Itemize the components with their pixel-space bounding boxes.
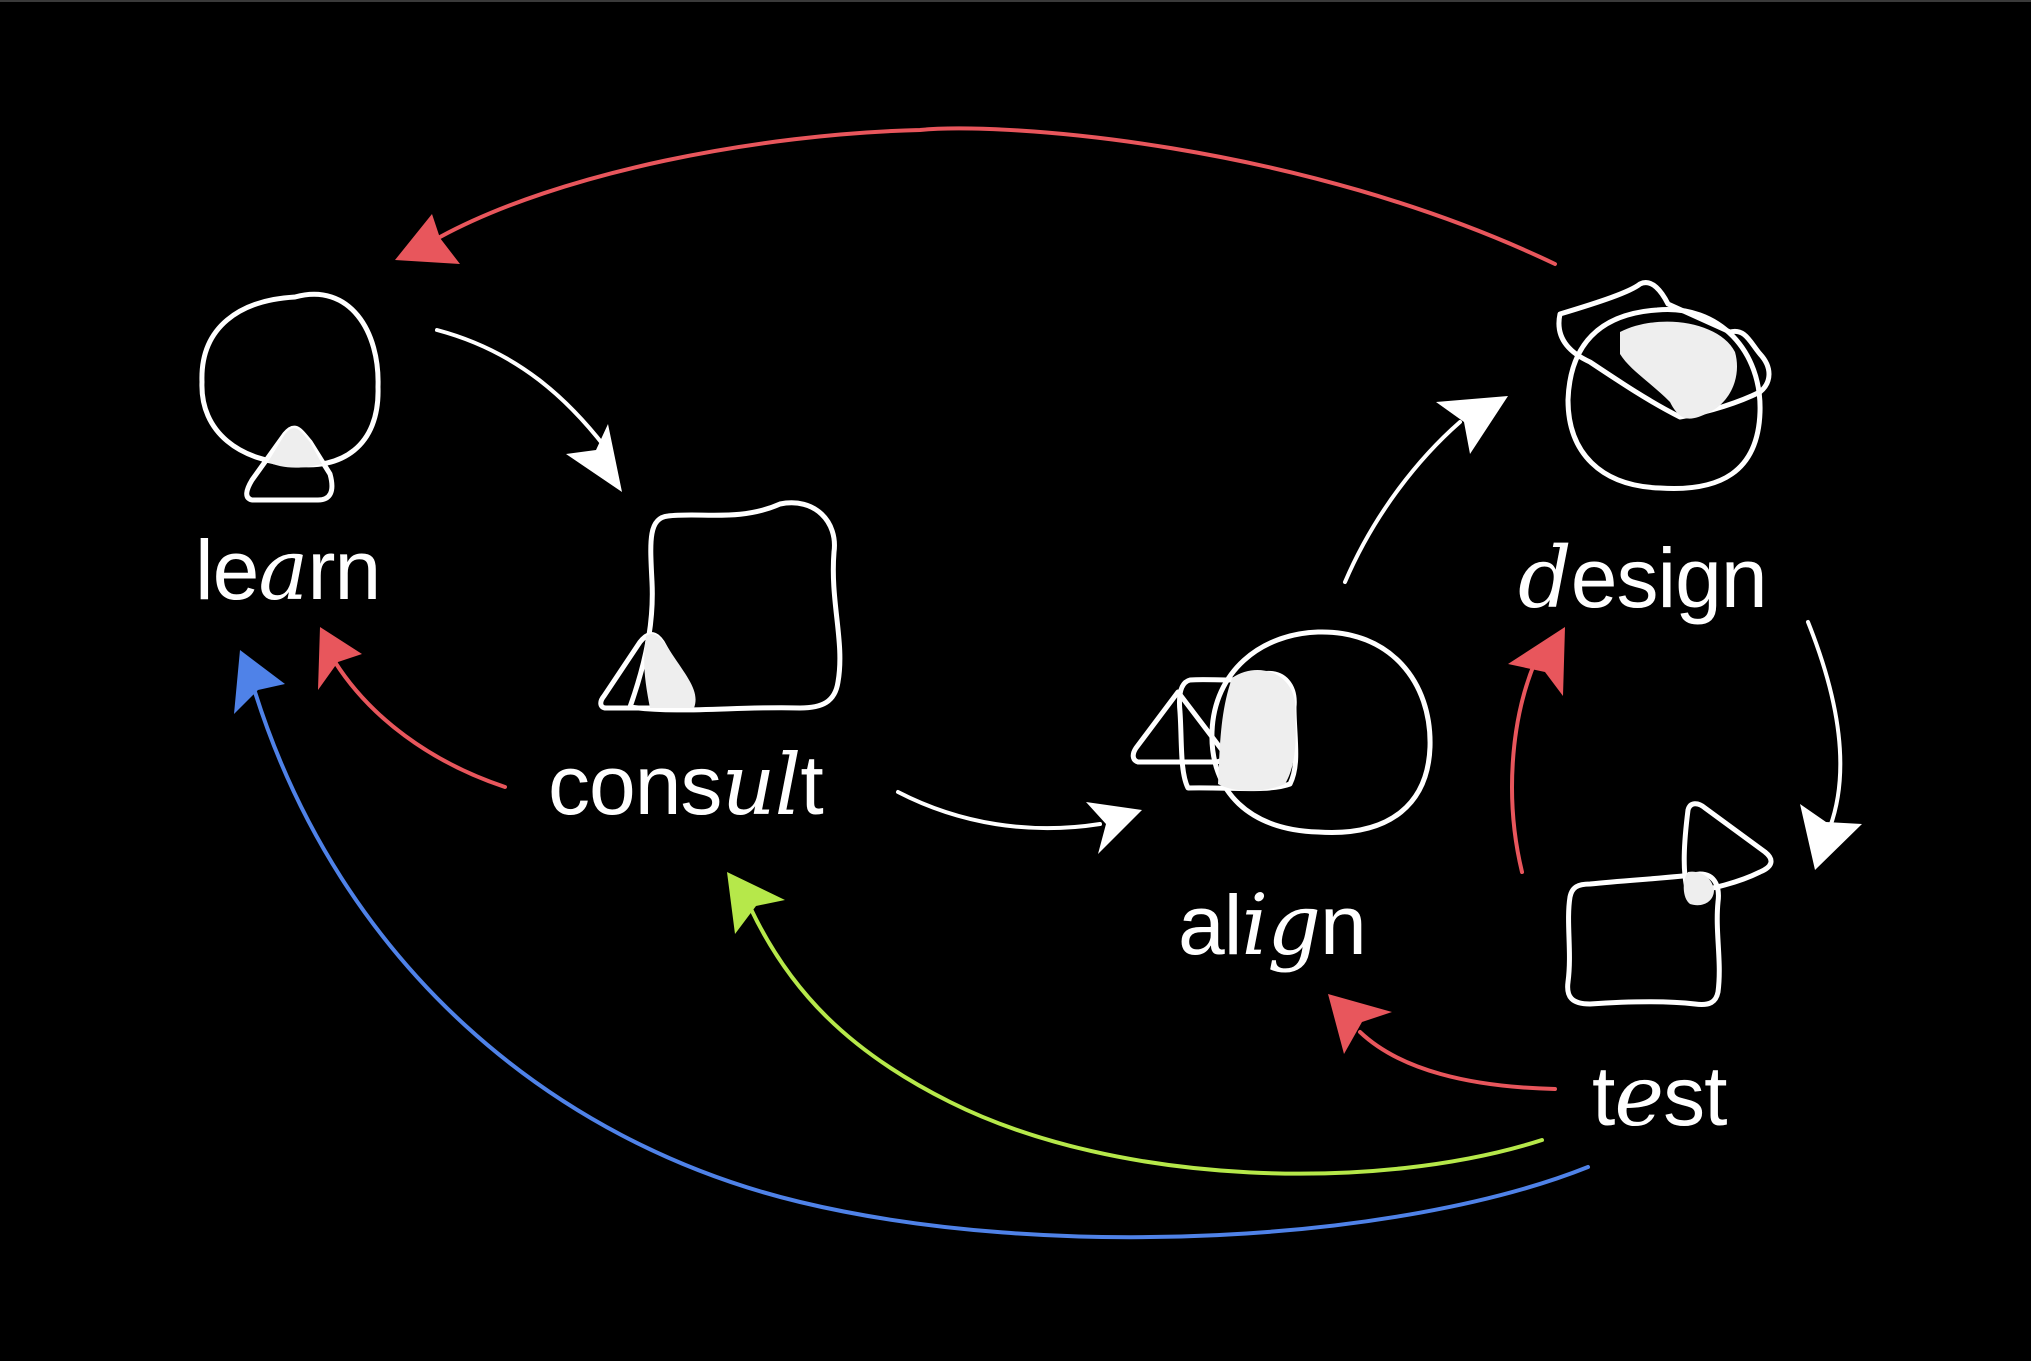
arrowhead <box>1436 396 1508 454</box>
arrow-test-to-learn <box>234 650 1590 1240</box>
arrowhead <box>1086 802 1142 854</box>
triangle-shape <box>1681 801 1774 895</box>
arrow-consult-to-align <box>896 790 1142 854</box>
label-consult: consult <box>548 736 823 834</box>
arrow-line <box>748 905 1544 1176</box>
learn-icon <box>199 291 381 503</box>
blob-outline <box>1556 280 1772 420</box>
arrow-line <box>253 690 1590 1240</box>
arrowhead <box>1800 804 1862 870</box>
arrowhead <box>1508 627 1565 696</box>
design-icon <box>1556 280 1772 491</box>
arrow-line <box>1358 1030 1557 1091</box>
arrow-line <box>435 328 607 449</box>
label-test: test <box>1592 1047 1727 1145</box>
arrow-line <box>1806 620 1843 829</box>
consult-icon <box>598 500 843 713</box>
label-design: design <box>1518 529 1767 627</box>
arrow-test-to-design <box>1508 627 1565 874</box>
arrowhead <box>318 627 362 690</box>
arrow-test-to-align <box>1328 994 1557 1091</box>
arrow-line <box>333 660 507 789</box>
overlap-blob <box>1683 871 1714 906</box>
overlap-blob <box>1620 321 1738 419</box>
arrow-learn-to-consult <box>435 328 622 492</box>
circle-shape <box>1209 629 1433 835</box>
arrowhead <box>727 872 785 934</box>
arrow-line <box>1343 420 1462 584</box>
arrowhead <box>566 424 622 492</box>
arrow-design-to-test <box>1800 620 1862 870</box>
arrow-line <box>896 790 1102 831</box>
arrowhead <box>395 214 460 264</box>
label-learn: learn <box>195 521 380 619</box>
square-shape <box>627 500 843 713</box>
arrowhead <box>1328 994 1392 1054</box>
arrow-line <box>438 126 1557 266</box>
label-align: align <box>1178 876 1366 974</box>
align-icon <box>1130 629 1433 835</box>
triangle-overlap <box>268 428 322 468</box>
arrow-consult-to-learn <box>318 627 507 789</box>
test-icon <box>1565 801 1774 1007</box>
arrow-design-to-learn <box>395 126 1557 266</box>
arrow-line <box>1510 660 1537 874</box>
arrowhead <box>234 650 285 714</box>
overlap-blob <box>1218 670 1296 791</box>
arrow-align-to-design <box>1343 396 1508 584</box>
square-shape <box>1565 871 1722 1007</box>
arrow-test-to-consult <box>727 872 1544 1176</box>
triangle-overlap <box>644 634 696 708</box>
